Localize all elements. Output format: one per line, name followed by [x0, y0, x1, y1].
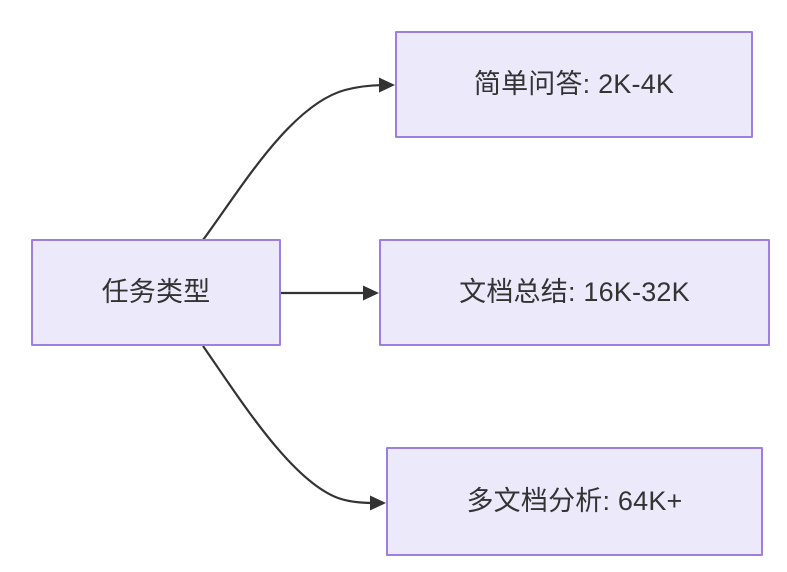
- edge-root-to-multi-doc: [202, 345, 386, 511]
- edge-root-to-multi-doc-path: [202, 345, 378, 505]
- node-multi-doc[interactable]: 多文档分析: 64K+: [386, 447, 763, 556]
- node-multi-doc-label: 多文档分析: 64K+: [466, 486, 683, 517]
- arrow-head-multi-doc: [370, 495, 386, 511]
- edge-root-to-simple-qa-path: [202, 83, 387, 241]
- arrow-head-simple-qa: [379, 77, 395, 93]
- node-task-type[interactable]: 任务类型: [31, 239, 281, 346]
- node-simple-qa[interactable]: 简单问答: 2K-4K: [395, 31, 753, 138]
- edge-root-to-simple-qa: [202, 77, 395, 241]
- node-doc-summary[interactable]: 文档总结: 16K-32K: [379, 239, 770, 346]
- node-simple-qa-label: 简单问答: 2K-4K: [473, 69, 675, 100]
- arrow-head-doc-summary: [363, 285, 379, 301]
- node-doc-summary-label: 文档总结: 16K-32K: [459, 277, 690, 308]
- node-task-type-label: 任务类型: [101, 277, 211, 308]
- edge-root-to-doc-summary: [281, 285, 379, 301]
